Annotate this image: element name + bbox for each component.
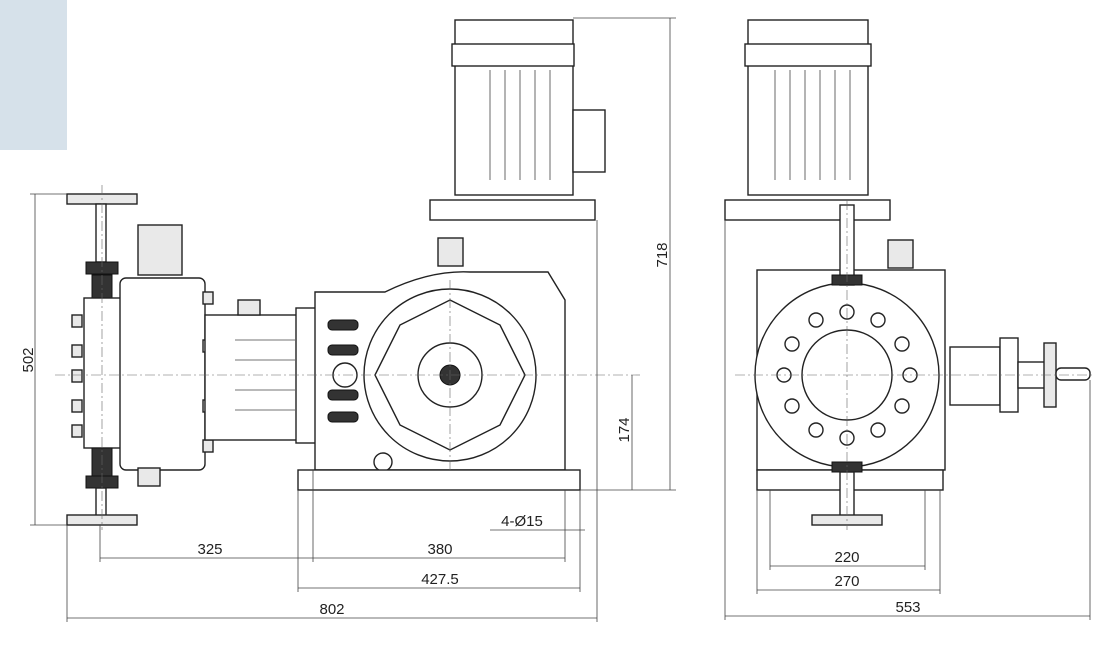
stroke-adjuster	[949, 346, 1001, 406]
dim-427-5: 427.5	[421, 571, 459, 588]
valve-fitting	[137, 224, 183, 276]
dim-hole-spec: 4-Ø15	[501, 513, 543, 530]
dim-380: 380	[427, 541, 452, 558]
dim-325: 325	[197, 541, 222, 558]
dim-553: 553	[895, 599, 920, 616]
dimension-lines	[30, 17, 1091, 622]
pump-head	[83, 297, 123, 449]
dim-220: 220	[834, 549, 859, 566]
dim-802: 802	[319, 601, 344, 618]
dim-270: 270	[834, 573, 859, 590]
connecting-housing	[204, 314, 301, 441]
corner-block	[0, 0, 67, 150]
terminal-box	[572, 109, 606, 173]
dim-174: 174	[616, 417, 633, 442]
dim-502: 502	[20, 347, 37, 372]
base	[297, 469, 581, 491]
adjust-knob	[1055, 367, 1091, 381]
side-view	[66, 19, 606, 526]
dim-718: 718	[654, 242, 671, 267]
motor-flange	[429, 199, 596, 221]
pump-body	[119, 277, 206, 471]
front-view	[724, 19, 1091, 526]
